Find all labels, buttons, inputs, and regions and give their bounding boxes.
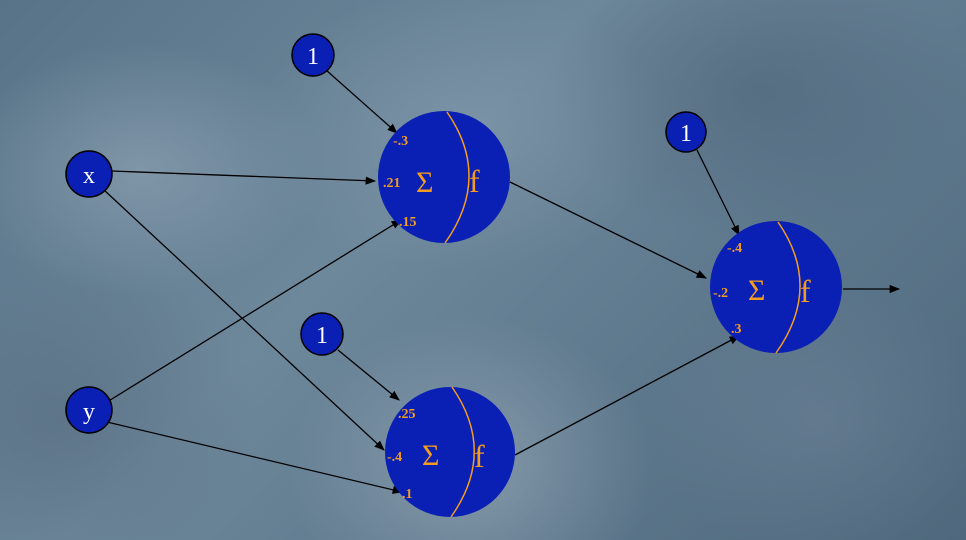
- neuron-bottom-activation: f: [474, 438, 485, 474]
- neuron-bottom-weight-x: -.4: [387, 450, 402, 465]
- input-node-y: y: [65, 386, 113, 434]
- bias-node-output: 1: [665, 111, 707, 153]
- edge-bias-output: [696, 149, 740, 236]
- edge-y-bottom: [106, 421, 404, 494]
- edge-top-output: [509, 181, 707, 279]
- neuron-output-weight-bias: -.4: [727, 241, 742, 256]
- input-node-x-label: x: [83, 163, 95, 189]
- neuron-output-weight-bottom: .3: [731, 322, 742, 337]
- neuron-top-sum: Σ: [416, 166, 433, 199]
- bias-node-middle-label: 1: [316, 323, 328, 349]
- bias-node-top: 1: [291, 33, 335, 77]
- input-node-y-label: y: [83, 399, 95, 425]
- edge-x-bottom: [103, 189, 385, 451]
- neuron-top-activation: f: [469, 163, 480, 199]
- neuron-top-weight-y: .15: [399, 215, 417, 230]
- neuron-bottom-sum: Σ: [422, 439, 439, 472]
- neuron-top-weight-bias: -.3: [393, 134, 408, 149]
- edges: [103, 69, 901, 494]
- neuron-bottom-weight-bias: .25: [398, 407, 416, 422]
- edge-bias-bottom: [337, 349, 400, 401]
- neuron-output-activation: f: [800, 273, 811, 309]
- bias-node-top-label: 1: [307, 44, 319, 70]
- bias-node-output-label: 1: [680, 121, 692, 147]
- neuron-output-sum: Σ: [748, 274, 765, 307]
- edge-y-top: [106, 219, 402, 403]
- neuron-top-weight-x: .21: [383, 176, 401, 191]
- bias-node-middle: 1: [300, 312, 344, 356]
- neuron-output-weight-top: -.2: [713, 286, 728, 301]
- neuron-top: Σ f -.3 .21 .15: [378, 111, 510, 244]
- neuron-bottom-weight-y: .1: [402, 487, 413, 502]
- neuron-output-divider: [775, 221, 801, 354]
- neuron-top-divider: [444, 111, 470, 244]
- neuron-output: Σ f -.4 -.2 .3: [710, 221, 842, 354]
- neuron-bottom: Σ f .25 -.4 .1: [385, 386, 515, 518]
- edge-x-top: [111, 170, 377, 185]
- input-node-x: x: [65, 150, 113, 198]
- neuron-bottom-divider: [450, 386, 475, 518]
- edge-bias-top: [325, 69, 398, 134]
- edge-bottom-output: [514, 335, 740, 456]
